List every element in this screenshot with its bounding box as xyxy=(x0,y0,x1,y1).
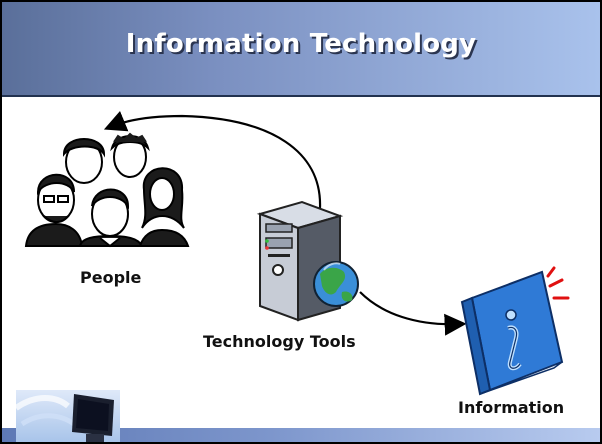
title-bar xyxy=(2,2,600,95)
slide-title: Information Technology xyxy=(125,29,477,59)
arrow-tools-to-people xyxy=(103,110,322,209)
footer-bar xyxy=(2,428,600,442)
node-label-technology-tools: Technology Tools xyxy=(203,332,356,351)
title-divider xyxy=(2,95,600,97)
monitor-icon xyxy=(16,394,114,442)
node-label-people: People xyxy=(80,268,142,287)
monitor-thumbnail xyxy=(16,390,120,442)
highlight-burst-icon xyxy=(546,266,570,300)
arrow-tools-to-information xyxy=(359,291,467,336)
node-label-information: Information xyxy=(458,398,565,417)
